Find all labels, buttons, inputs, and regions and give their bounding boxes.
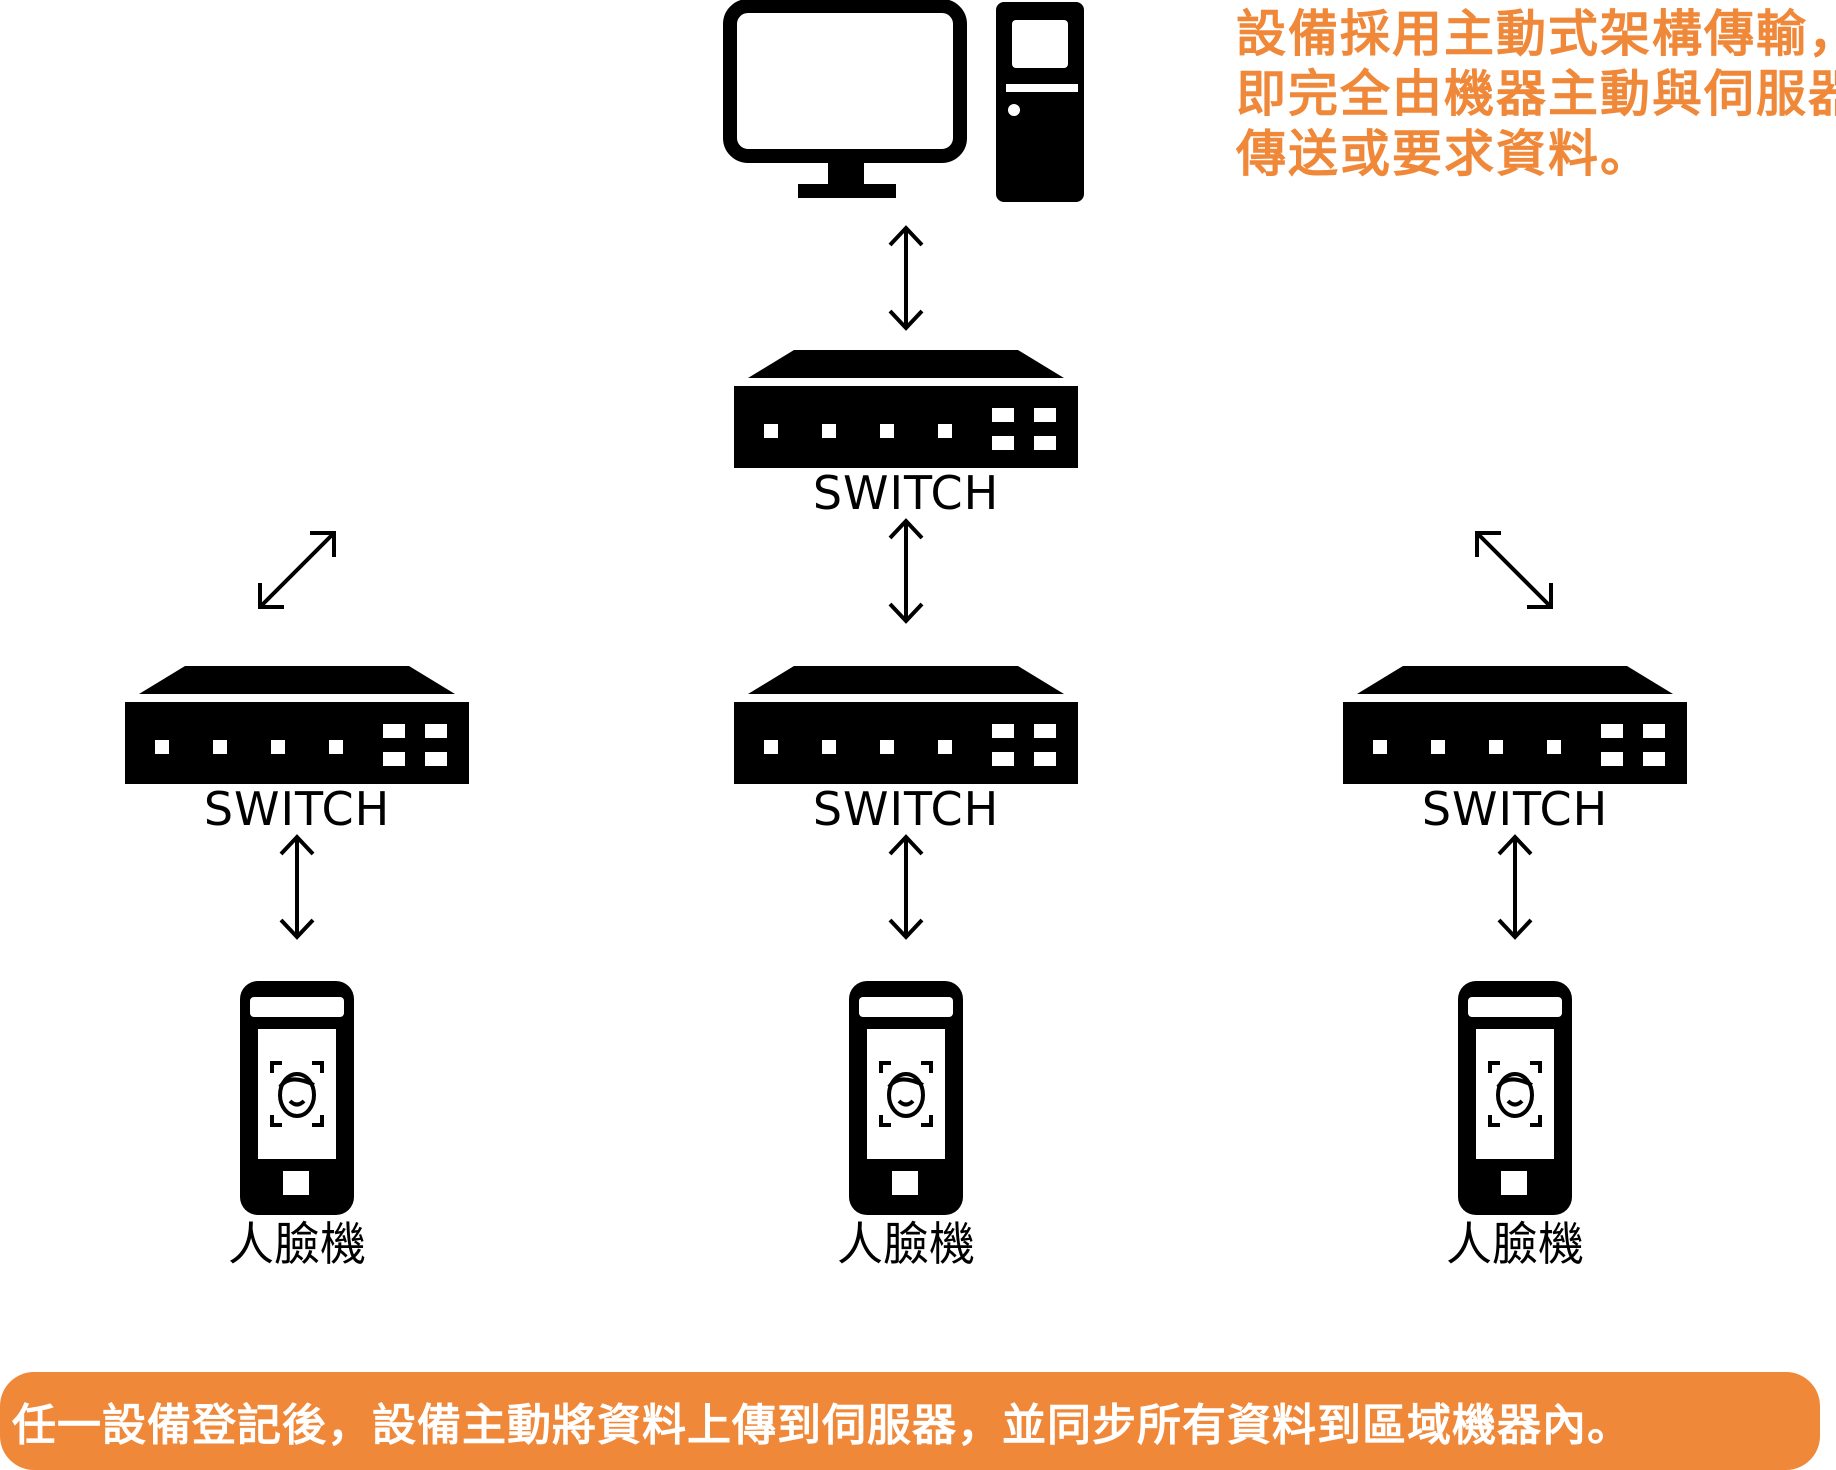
summary-banner: 任一設備登記後，設備主動將資料上傳到伺服器，並同步所有資料到區域機器內。 [0, 1372, 1820, 1470]
note-line-1: 設備採用主動式架構傳輸， [1236, 5, 1836, 63]
network-switch-icon [1343, 666, 1687, 784]
network-switch-icon [734, 666, 1078, 784]
face-recognition-terminal-icon [849, 981, 963, 1215]
double-arrow-icon [1497, 834, 1533, 940]
double-arrow-icon [888, 834, 924, 940]
switch-label-middle: SWITCH [812, 782, 1000, 836]
network-switch-icon [125, 666, 469, 784]
device-label-left: 人臉機 [228, 1217, 366, 1271]
switch-label-left: SWITCH [203, 782, 391, 836]
device-label-right: 人臉機 [1446, 1217, 1584, 1271]
double-arrow-icon [888, 518, 924, 624]
note-line-2: 即完全由機器主動與伺服器 [1236, 65, 1836, 123]
double-arrow-icon [279, 834, 315, 940]
face-recognition-terminal-icon [1458, 981, 1572, 1215]
double-arrow-icon [258, 531, 336, 609]
network-switch-icon [734, 350, 1078, 468]
desktop-computer-icon [723, 0, 1084, 202]
double-arrow-icon [888, 225, 924, 331]
double-arrow-icon [1475, 531, 1553, 609]
device-label-middle: 人臉機 [837, 1217, 975, 1271]
description-note: 設備採用主動式架構傳輸， 即完全由機器主動與伺服器 傳送或要求資料。 [1236, 4, 1836, 184]
switch-label-right: SWITCH [1421, 782, 1609, 836]
banner-text: 任一設備登記後，設備主動將資料上傳到伺服器，並同步所有資料到區域機器內。 [12, 1400, 1632, 1451]
face-recognition-terminal-icon [240, 981, 354, 1215]
switch-label-top: SWITCH [812, 466, 1000, 520]
note-line-3: 傳送或要求資料。 [1236, 125, 1652, 183]
